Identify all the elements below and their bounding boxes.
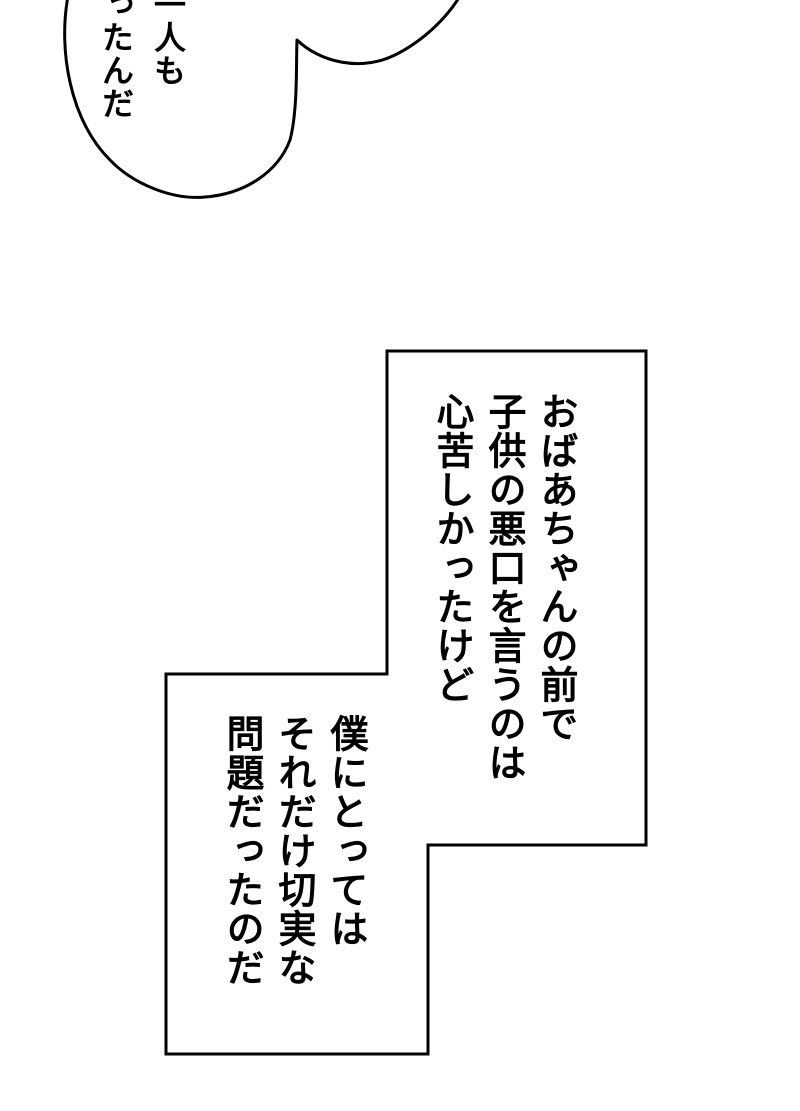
narration-box-outline (164, 349, 648, 1056)
narration-text-bottom: 僕にとっては それだけ切実な 問題だったのだ (220, 714, 368, 987)
speech-bubble (63, 0, 460, 199)
speech-bubble-text: 一人も ったんだ (97, 0, 187, 120)
narration-text-top: おばあちゃんの前で 子供の悪口を言うのは 心苦しかったけど (430, 392, 578, 782)
